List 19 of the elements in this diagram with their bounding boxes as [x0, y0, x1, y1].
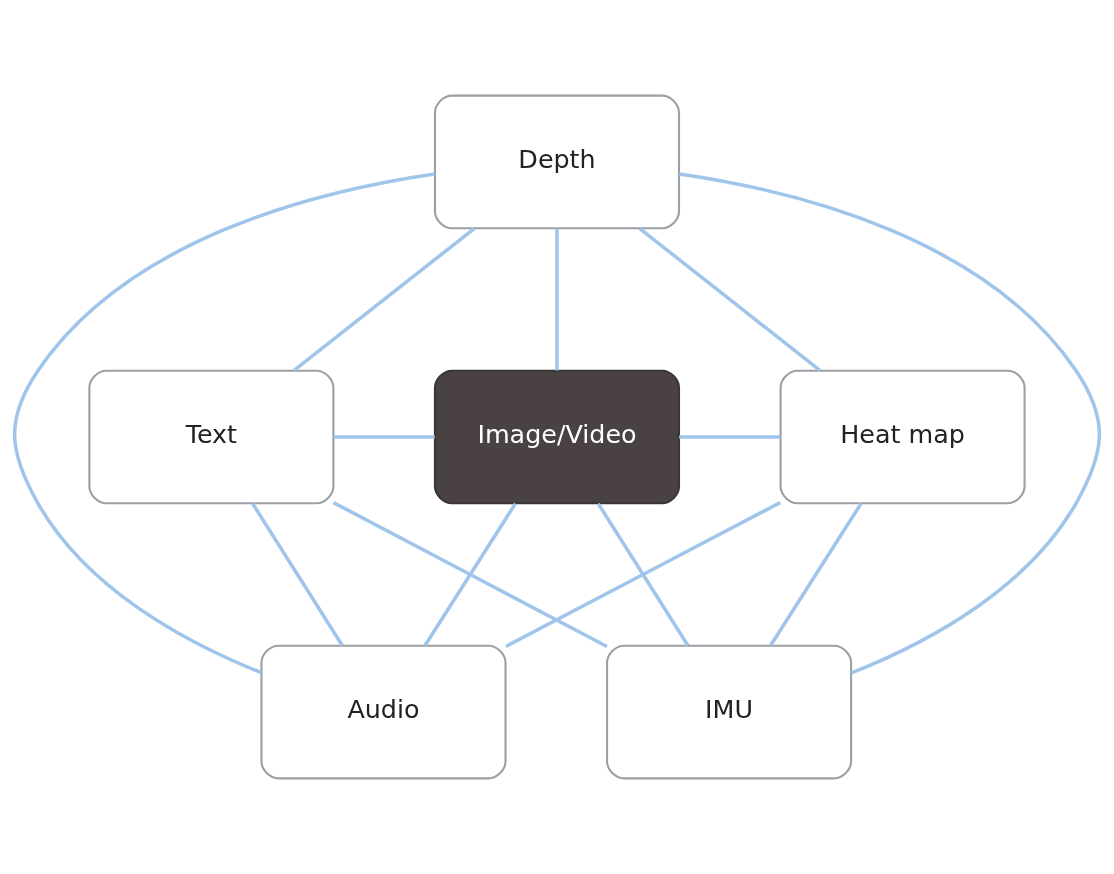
connector	[13, 172, 435, 675]
connector	[293, 227, 476, 372]
connector	[332, 501, 608, 648]
connector	[505, 501, 782, 648]
node-box: Heat map	[779, 369, 1026, 505]
connector	[333, 435, 435, 439]
node-box: Image/Video	[433, 369, 681, 505]
connector	[596, 502, 690, 647]
node-box: Depth	[433, 94, 681, 230]
connector	[555, 228, 559, 371]
connector	[679, 435, 781, 439]
connector	[679, 172, 1101, 675]
node-box: Audio	[260, 644, 507, 780]
node-box: IMU	[606, 644, 853, 780]
node-box: Text	[88, 369, 335, 505]
connector	[769, 502, 863, 647]
connector	[423, 502, 517, 647]
connector	[251, 502, 344, 647]
connector	[638, 227, 821, 372]
